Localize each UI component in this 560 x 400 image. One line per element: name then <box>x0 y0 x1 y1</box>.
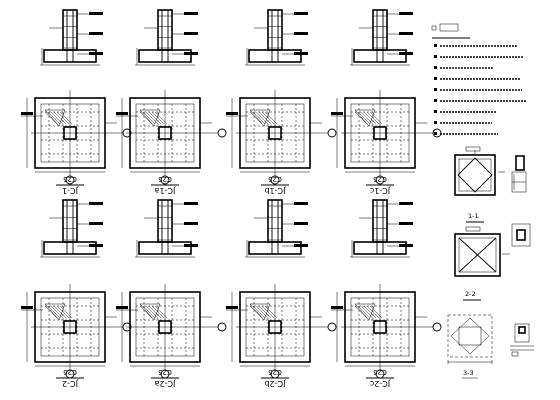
footing-plan <box>21 284 132 379</box>
section-small-detail-3 <box>510 323 534 357</box>
footing-elevation <box>135 199 198 258</box>
footing-jc-2a: JC-2a C25 <box>116 199 227 388</box>
footing-id: JC-2b <box>265 379 287 388</box>
footing-elevation <box>40 199 103 258</box>
footing-concrete-grade: C25 <box>158 175 172 183</box>
section-1-1: 1-1 <box>454 146 505 223</box>
footing-concrete-grade: C25 <box>63 175 77 183</box>
section-2-2: 2-2 <box>454 226 510 301</box>
footing-jc-1a: JC-1a C25 <box>116 9 227 195</box>
note-bullet <box>434 110 437 113</box>
footing-id: JC-2 <box>62 379 79 388</box>
footing-id: JC-1c <box>370 186 391 195</box>
footing-plan <box>116 90 227 185</box>
footing-label-group: JC-2b C25 <box>261 368 289 388</box>
note-bullet <box>434 121 437 124</box>
section-label-3-3: 3-3 <box>463 369 474 377</box>
footing-label-group: JC-1a C25 <box>151 175 179 195</box>
footing-id: JC-1b <box>265 186 287 195</box>
section-small-detail-2 <box>511 223 531 247</box>
footing-plan <box>331 284 442 379</box>
footing-concrete-grade: C25 <box>373 175 387 183</box>
footing-concrete-grade: C25 <box>268 368 282 376</box>
note-bullet <box>434 132 437 135</box>
footing-jc-1b: JC-1b C25 <box>226 9 337 195</box>
footing-id: JC-2c <box>370 379 391 388</box>
note-bullet <box>434 55 437 58</box>
note-bullet <box>434 99 437 102</box>
footing-concrete-grade: C25 <box>63 368 77 376</box>
section-small-detail <box>511 155 527 193</box>
footing-id: JC-2a <box>154 379 176 388</box>
footing-jc-1: JC-1 C25 <box>21 9 132 195</box>
footing-elevation <box>350 9 413 66</box>
footing-label-group: JC-1c C25 <box>366 175 394 195</box>
footing-elevation <box>245 199 308 258</box>
section-label-1-1: 1-1 <box>468 212 479 220</box>
footing-concrete-grade: C25 <box>268 175 282 183</box>
footing-jc-2c: JC-2c C25 <box>331 199 442 388</box>
footing-elevation <box>40 9 103 66</box>
note-bullet <box>434 88 437 91</box>
footing-jc-2: JC-2 C25 <box>21 199 132 388</box>
footing-elevation <box>245 9 308 66</box>
footing-jc-2b: JC-2b C25 <box>226 199 337 388</box>
footing-label-group: JC-2a C25 <box>151 368 179 388</box>
design-notes <box>431 23 526 135</box>
note-bullet <box>434 66 437 69</box>
footing-plan <box>226 90 337 185</box>
footing-plan <box>226 284 337 379</box>
footing-label-group: JC-2c C25 <box>366 368 394 388</box>
footing-label-group: JC-2 C25 <box>56 368 84 388</box>
footing-plan <box>116 284 227 379</box>
footing-concrete-grade: C25 <box>373 368 387 376</box>
footing-plan <box>331 90 442 185</box>
section-3-3: 3-3 <box>447 314 493 379</box>
footing-plan <box>21 90 132 185</box>
footing-jc-1c: JC-1c C25 <box>331 9 442 195</box>
footing-concrete-grade: C25 <box>158 368 172 376</box>
note-bullet <box>434 44 437 47</box>
footing-id: JC-1a <box>154 186 176 195</box>
note-bullet <box>434 77 437 80</box>
footing-elevation <box>350 199 413 258</box>
section-label-2-2: 2-2 <box>465 290 476 298</box>
footing-label-group: JC-1b C25 <box>261 175 289 195</box>
footing-details: JC-1C25JC-1aC25JC-1bC25JC-1cC25JC-2C25JC… <box>21 9 442 388</box>
footing-id: JC-1 <box>62 186 79 195</box>
footing-label-group: JC-1 C25 <box>56 175 84 195</box>
footing-elevation <box>135 9 198 66</box>
